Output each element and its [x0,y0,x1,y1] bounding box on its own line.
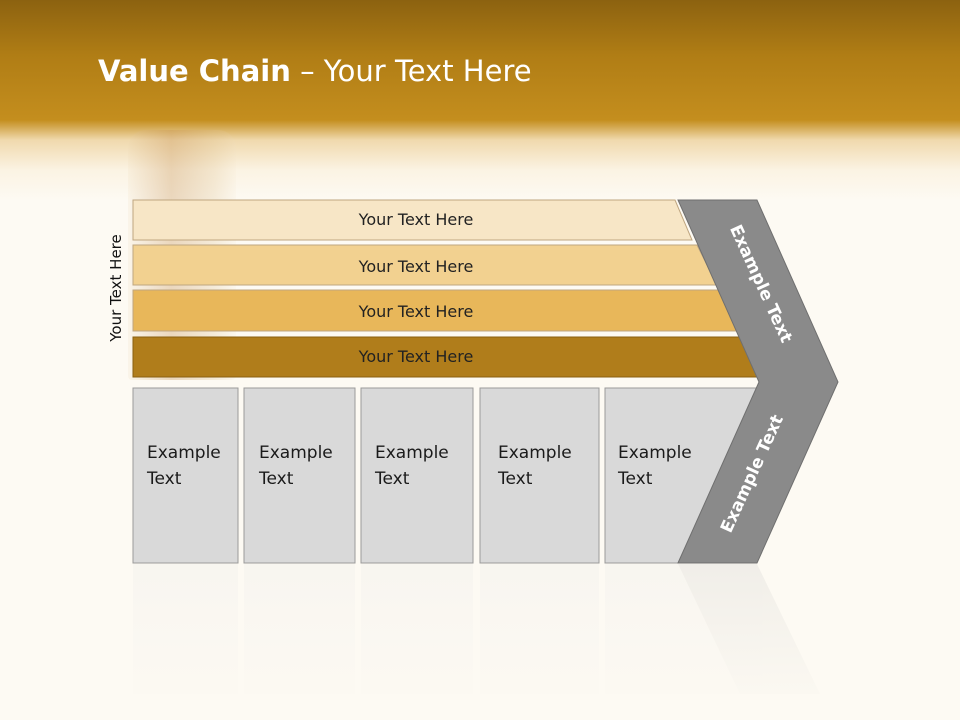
chevron-arrow [677,199,839,564]
bar-2-label: Your Text Here [358,257,474,276]
bar-1-label: Your Text Here [358,210,474,229]
bar-1 [132,199,693,241]
title-bold: Value Chain [98,54,291,88]
column-1 [132,387,239,564]
column-5-line1: Example [618,443,692,463]
bar-3-label: Your Text Here [358,302,474,321]
column-5-line2: Text [617,469,653,489]
column-4-line2: Text [497,469,533,489]
column-1-line1: Example [147,443,221,463]
title-rest: – Your Text Here [290,54,532,88]
column-3-line2: Text [374,469,410,489]
column-1-line2: Text [146,469,182,489]
column-4-line1: Example [498,443,572,463]
column-3 [360,387,474,564]
reflection [0,564,960,720]
column-2-line2: Text [258,469,294,489]
column-4 [479,387,600,564]
column-2-line1: Example [259,443,333,463]
bar-4-label: Your Text Here [358,347,474,366]
column-2 [243,387,356,564]
header-band [0,0,960,200]
column-3-line1: Example [375,443,449,463]
page-title: Value Chain – Your Text Here [98,54,532,88]
